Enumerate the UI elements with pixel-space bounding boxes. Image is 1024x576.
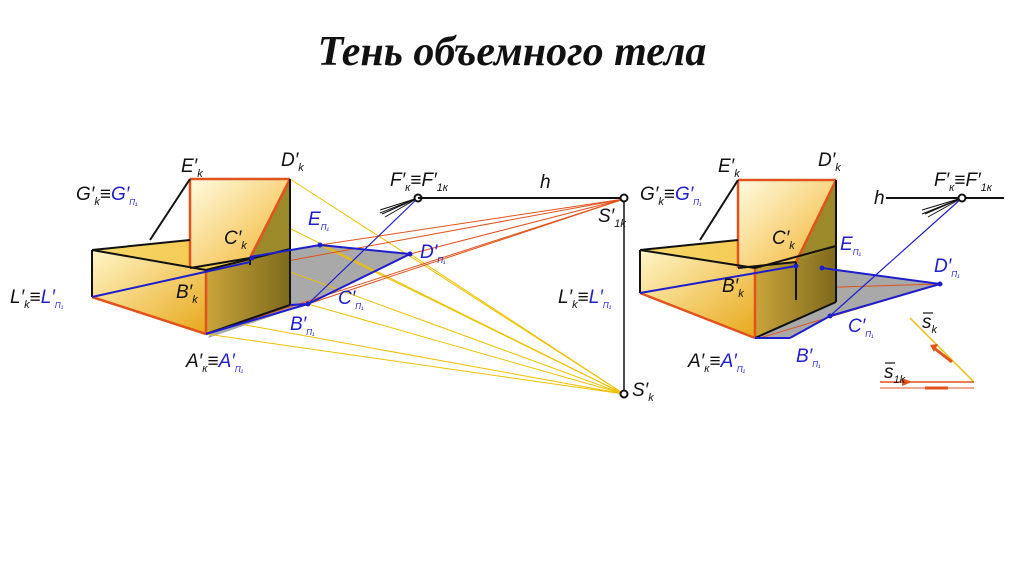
left-f-bundle [379, 197, 419, 218]
left-box-side [206, 249, 290, 334]
label-right-E: E′k [718, 156, 740, 180]
right-box-front [640, 250, 755, 338]
label-left-E: E′k [181, 156, 203, 180]
label-left-C: C′k [224, 228, 247, 252]
label-left-Bn: B′П₁ [290, 314, 315, 337]
label-left-F: F′к≡F′1к [390, 170, 449, 194]
label-left-Dn: D′П₁ [420, 242, 446, 265]
left-wedge-face [190, 179, 290, 268]
label-right-F: F′к≡F′1к [934, 170, 993, 194]
label-left-G: G′k≡G′П₁ [76, 184, 138, 208]
label-right-s: sk [922, 312, 938, 336]
label-right-G: G′k≡G′П₁ [640, 184, 702, 208]
label-right-A: A′к≡A′П₁ [687, 351, 746, 375]
left-points [249, 242, 413, 307]
right-f-bundle [921, 197, 963, 218]
label-right-D: D′k [818, 150, 841, 174]
right-shadow-outline [639, 265, 941, 339]
label-right-Bn: B′П₁ [796, 346, 821, 369]
label-left-A: A′к≡A′П₁ [185, 351, 244, 375]
left-ray-to-F [307, 197, 419, 305]
left-frame-edges [91, 178, 291, 335]
right-frame-edges [639, 179, 837, 339]
right-wedge-face [738, 180, 836, 268]
label-center-S: S′k [632, 380, 654, 404]
label-left-B: B′k [176, 282, 198, 306]
left-box-front [92, 250, 206, 334]
label-center-S1: S′1k [598, 206, 626, 230]
label-right-h: h [874, 188, 885, 209]
label-center-h: h [540, 172, 551, 193]
sk-point [619, 389, 629, 399]
right-figure [639, 178, 1004, 390]
right-solid-edges [639, 178, 838, 340]
label-right-B: B′k [722, 276, 744, 300]
label-right-C: C′k [772, 228, 795, 252]
label-center-L: L′k≡L′П₁ [558, 287, 612, 311]
right-f-point [957, 193, 967, 203]
label-right-En: EП₁ [840, 234, 861, 257]
label-left-En: EП₁ [308, 209, 329, 232]
label-right-s1: s1k [884, 362, 906, 386]
right-ray-to-F [829, 197, 963, 317]
label-left-L: L′k≡L′П₁ [10, 287, 64, 311]
label-right-Dn: D′П₁ [934, 256, 960, 279]
left-solid-edges [91, 177, 292, 336]
label-left-Cn: C′П₁ [338, 288, 364, 311]
label-left-D: D′k [281, 150, 304, 174]
light-direction-vectors [880, 317, 975, 390]
right-points [793, 263, 943, 319]
label-right-Cn: C′П₁ [848, 316, 874, 339]
center-construction [418, 193, 629, 399]
s1k-point [619, 193, 629, 203]
left-figure [91, 177, 625, 395]
page-title: Тень объемного тела [317, 29, 707, 75]
